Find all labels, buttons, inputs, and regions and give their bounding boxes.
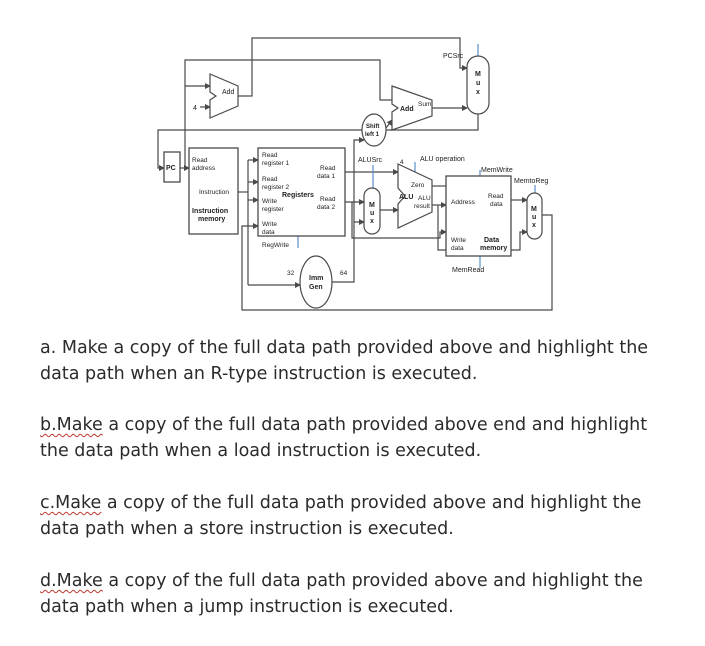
regwrite-label: RegWrite <box>262 242 289 249</box>
alusrc-label: ALUSrc <box>358 157 383 164</box>
question-c: c.Make a copy of the full data path prov… <box>40 490 680 542</box>
shift-left-label: left 1 <box>365 132 380 138</box>
dmem-address: Address <box>451 199 476 206</box>
pc-mux: PCSrc M u x <box>443 53 490 115</box>
memwrite-label: MemWrite <box>481 167 513 174</box>
rf-read-data-2b: data 2 <box>317 204 335 211</box>
imm-gen-out-width: 64 <box>340 270 348 277</box>
alu: 4 ALU operation Zero ALU ALU result <box>397 156 465 229</box>
rf-write-register-b: register <box>262 206 285 213</box>
memtoreg-mux-u: u <box>532 214 536 221</box>
imm-gen-in-width: 32 <box>287 270 295 277</box>
question-a-line2: data path when an R-type instruction is … <box>40 364 478 384</box>
question-b-line2: the data path when a load instruction is… <box>40 441 482 461</box>
question-a: a. Make a copy of the full data path pro… <box>40 335 680 387</box>
question-b-word: b.Make <box>40 415 103 435</box>
rf-read-data-1a: Read <box>320 165 336 172</box>
memtoreg-mux-m: M <box>531 206 537 213</box>
rf-read-register-2b: register 2 <box>262 184 289 191</box>
register-file: Read register 1 Read register 2 Register… <box>257 147 346 249</box>
branch-adder-add: Add <box>400 106 414 113</box>
rf-write-data-b: data <box>262 229 275 236</box>
imem-read-label: Read <box>192 157 208 164</box>
pc-adder-label: Add <box>222 89 235 96</box>
imem-title-1: Instruction <box>192 208 228 215</box>
memtoreg-mux: MemtoReg M u x <box>514 178 548 240</box>
question-c-word: c.Make <box>40 493 102 513</box>
pc-label: PC <box>166 165 176 172</box>
alusrc-mux-x: x <box>370 218 374 225</box>
imem-address-label: address <box>192 165 216 172</box>
alu-result-b: result <box>414 203 430 210</box>
rf-read-register-1a: Read <box>262 152 278 159</box>
rf-write-data-a: Write <box>262 221 277 228</box>
shift-label: Shift <box>366 124 379 130</box>
rf-read-data-2a: Read <box>320 196 336 203</box>
memread-label: MemRead <box>452 267 484 274</box>
dmem-title-2: memory <box>480 245 507 252</box>
alu-op-width: 4 <box>400 159 404 166</box>
pc-mux-m: M <box>475 71 481 78</box>
question-d-word: d.Make <box>40 571 103 591</box>
alusrc-mux-m: M <box>369 202 375 209</box>
rf-title: Registers <box>282 192 314 199</box>
imem-title-2: memory <box>198 216 225 223</box>
question-c-line2: data path when a store instruction is ex… <box>40 519 454 539</box>
imm-gen-title-1: Imm <box>309 275 323 282</box>
pc-mux-u: u <box>476 80 480 87</box>
datapath-diagram: PC Add 4 Add Sum PCSrc M u x Shift left … <box>157 37 553 311</box>
dmem-read-a: Read <box>488 193 504 200</box>
branch-adder: Add Sum <box>391 85 433 131</box>
rf-read-register-2a: Read <box>262 176 278 183</box>
alu-zero: Zero <box>411 182 425 189</box>
program-counter: PC <box>163 151 181 183</box>
question-b: b.Make a copy of the full data path prov… <box>40 412 680 464</box>
memtoreg-label: MemtoReg <box>514 178 548 185</box>
dmem-write-a: Write <box>451 237 466 244</box>
instruction-memory: Read address Instruction Instruction mem… <box>188 147 239 235</box>
alu-result-a: ALU <box>418 195 431 202</box>
rf-read-register-1b: register 1 <box>262 160 289 167</box>
question-b-line1: a copy of the full data path provided ab… <box>102 415 648 435</box>
alu-operation-label: ALU operation <box>420 156 465 163</box>
branch-adder-sum: Sum <box>418 101 431 108</box>
alusrc-mux-u: u <box>370 210 374 217</box>
memtoreg-mux-x: x <box>532 222 536 229</box>
constant-four: 4 <box>193 105 197 112</box>
pc-mux-x: x <box>476 89 480 96</box>
pcsrc-label: PCSrc <box>443 53 464 60</box>
question-d: d.Make a copy of the full data path prov… <box>40 568 680 620</box>
imm-gen-title-2: Gen <box>309 284 323 291</box>
imem-instruction-label: Instruction <box>199 189 229 196</box>
alusrc-mux: ALUSrc M u x <box>358 157 383 235</box>
shift-left-unit: Shift left 1 <box>361 113 387 147</box>
data-memory: MemWrite Address Read data Write data Da… <box>445 167 513 274</box>
pc-adder: Add 4 <box>193 73 239 119</box>
imm-gen: Imm Gen 32 64 <box>287 255 348 309</box>
alu-title: ALU <box>399 194 413 201</box>
rf-write-register-a: Write <box>262 198 277 205</box>
question-a-line1: a. Make a copy of the full data path pro… <box>40 338 649 358</box>
rf-read-data-1b: data 1 <box>317 173 335 180</box>
question-c-line1: a copy of the full data path provided ab… <box>101 493 642 513</box>
question-d-line1: a copy of the full data path provided ab… <box>102 571 643 591</box>
dmem-read-b: data <box>490 201 503 208</box>
wires <box>157 37 553 311</box>
dmem-title-1: Data <box>484 237 499 244</box>
question-d-line2: data path when a jump instruction is exe… <box>40 597 454 617</box>
dmem-write-b: data <box>451 245 464 252</box>
